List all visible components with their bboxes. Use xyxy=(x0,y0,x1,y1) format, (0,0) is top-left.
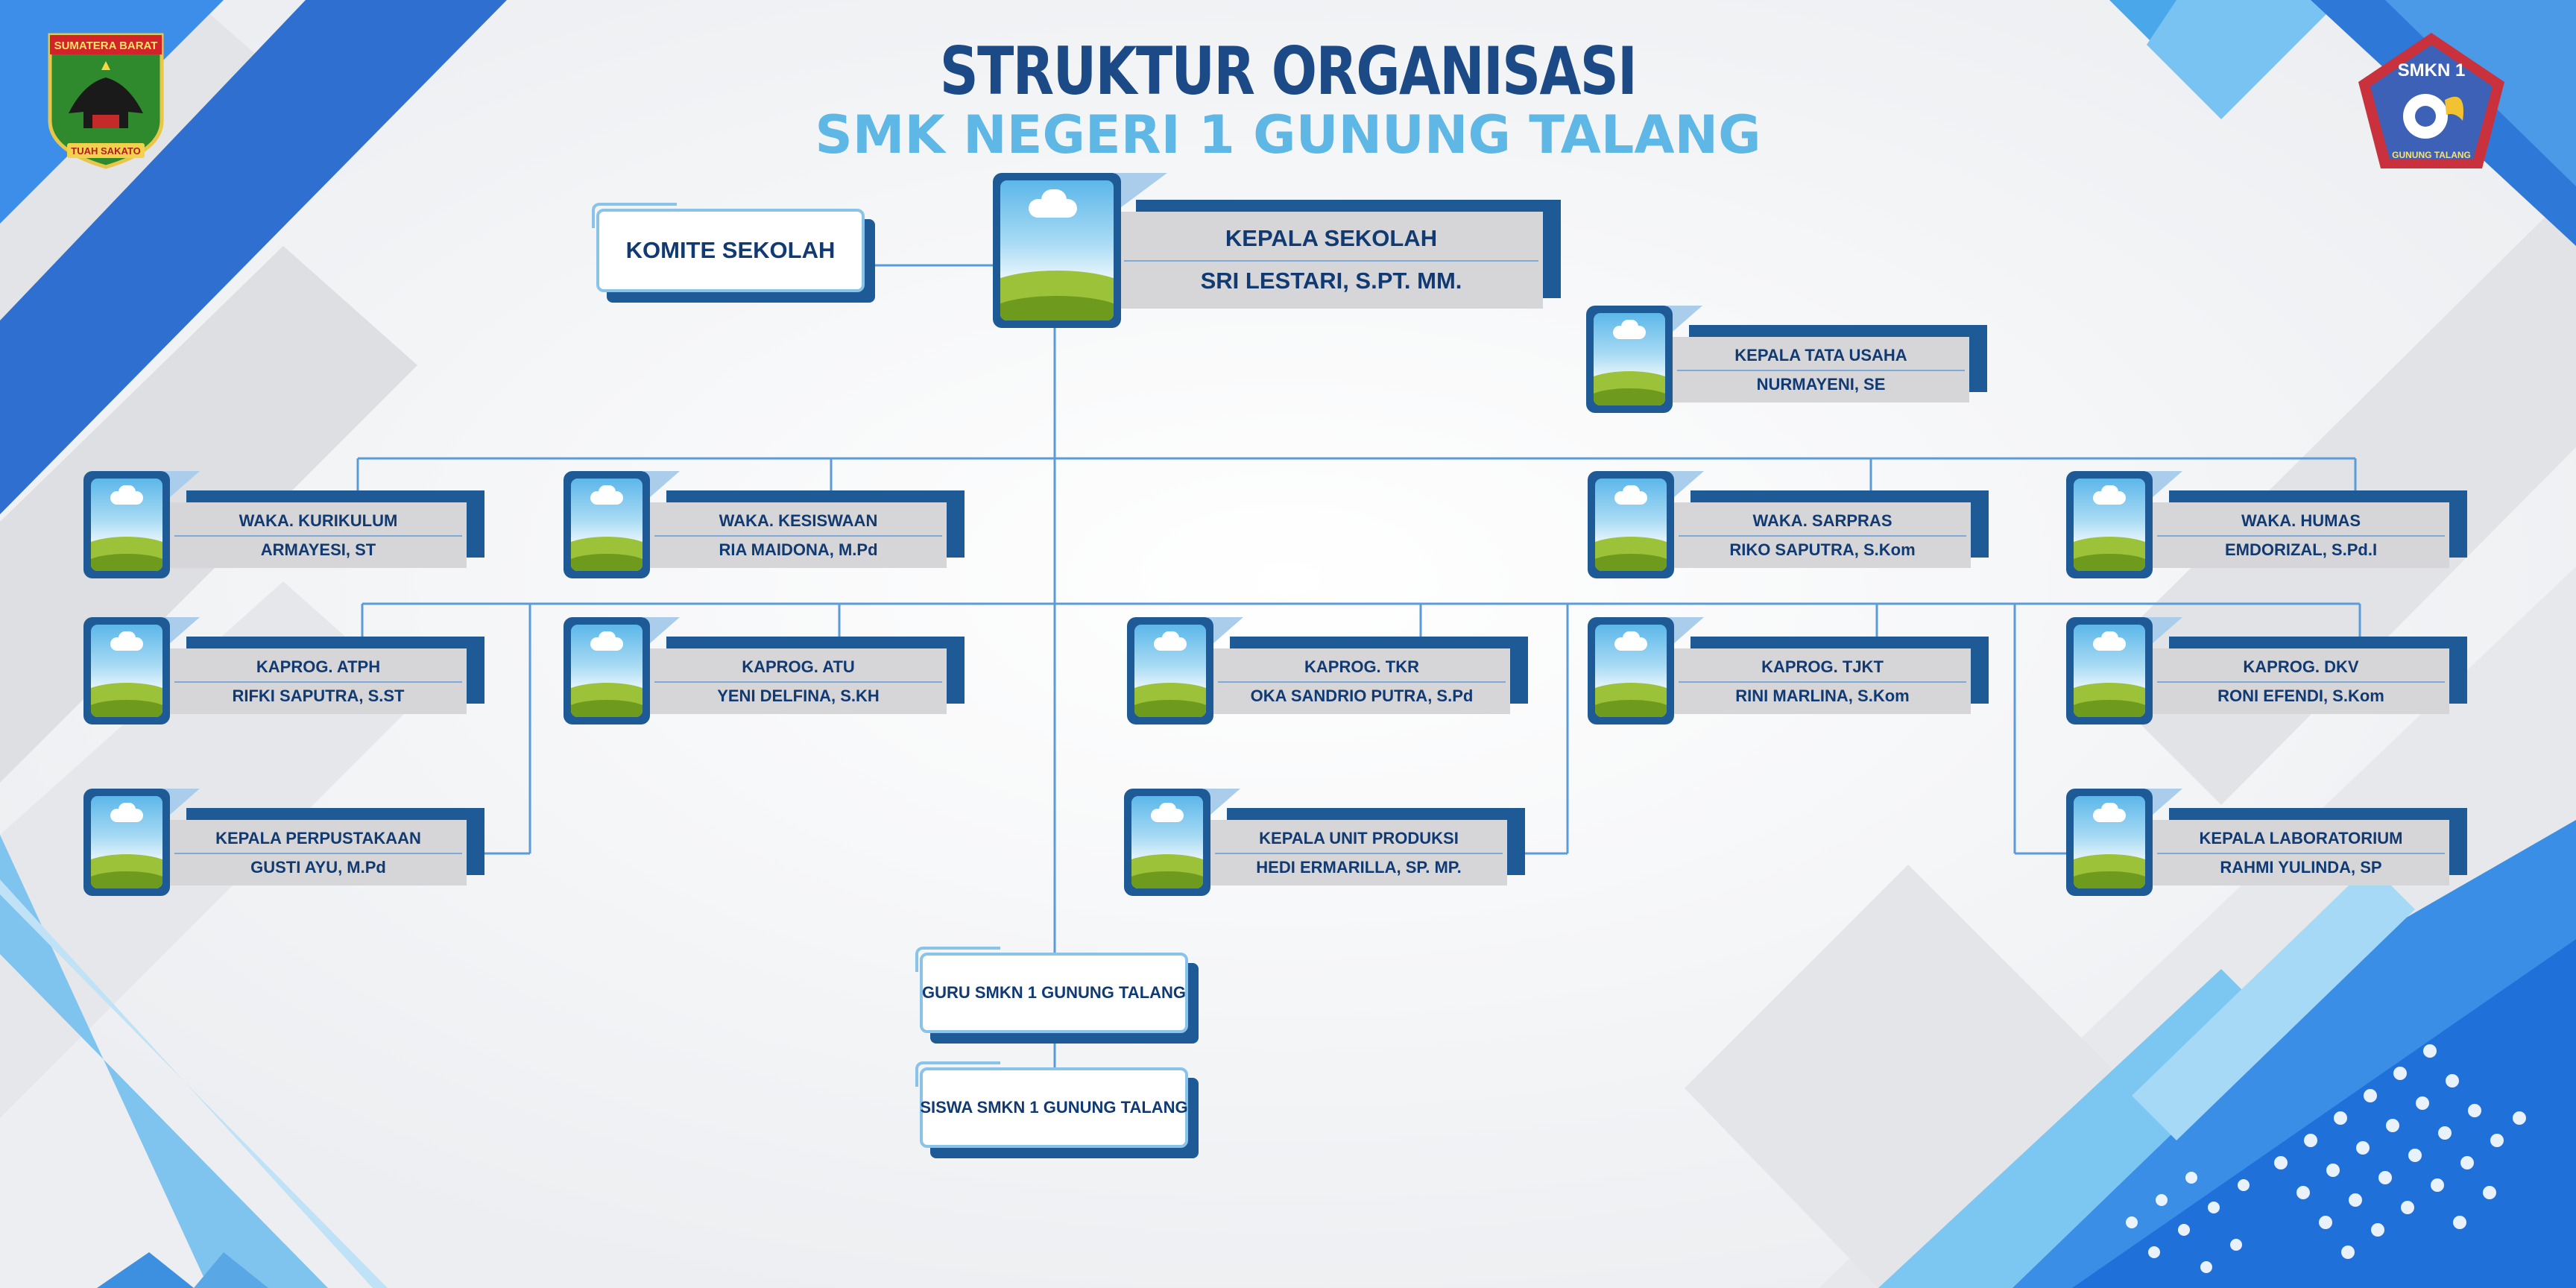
card-name: ARMAYESI, ST xyxy=(260,540,376,560)
card-name: RIKO SAPUTRA, S.Kom xyxy=(1729,540,1916,560)
card-role: KEPALA LABORATORIUM xyxy=(2199,829,2403,848)
portrait-placeholder-icon xyxy=(564,617,650,724)
card-role: WAKA. HUMAS xyxy=(2241,511,2361,531)
card-name: HEDI ERMARILLA, SP. MP. xyxy=(1256,858,1462,877)
card-role: KAPROG. ATU xyxy=(742,657,855,677)
school-logo-top-text: SMKN 1 xyxy=(2398,60,2466,80)
emblem-top-text: SUMATERA BARAT xyxy=(54,40,158,52)
box-label: GURU SMKN 1 GUNUNG TALANG xyxy=(920,953,1188,1033)
card-name: NURMAYENI, SE xyxy=(1756,375,1886,394)
west-sumatra-emblem-logo: SUMATERA BARAT TUAH SAKATO xyxy=(48,33,164,169)
card-name: RINI MARLINA, S.Kom xyxy=(1735,686,1910,706)
card-name: EMDORIZAL, S.Pd.I xyxy=(2224,540,2378,560)
card-name: RONI EFENDI, S.Kom xyxy=(2217,686,2384,706)
portrait-placeholder-icon xyxy=(83,789,170,896)
emblem-bottom-text: TUAH SAKATO xyxy=(71,145,140,157)
portrait-placeholder-icon xyxy=(83,617,170,724)
page-subtitle: SMK NEGERI 1 GUNUNG TALANG xyxy=(815,104,1761,165)
box-label: SISWA SMKN 1 GUNUNG TALANG xyxy=(920,1067,1188,1148)
card-name: RIFKI SAPUTRA, S.ST xyxy=(232,686,405,706)
card-role: WAKA. KESISWAAN xyxy=(719,511,878,531)
portrait-placeholder-icon xyxy=(1588,617,1674,724)
card-role: KEPALA PERPUSTAKAAN xyxy=(215,829,421,848)
card-role: KAPROG. TKR xyxy=(1304,657,1419,677)
portrait-placeholder-icon xyxy=(1588,471,1674,578)
card-name: YENI DELFINA, S.KH xyxy=(717,686,880,706)
card-role: KEPALA SEKOLAH xyxy=(1225,225,1438,252)
card-role: KAPROG. TJKT xyxy=(1761,657,1884,677)
smkn1-school-logo: SMKN 1 GUNUNG TALANG xyxy=(2358,33,2504,168)
box-label: KOMITE SEKOLAH xyxy=(596,209,865,292)
portrait-placeholder-icon xyxy=(1586,306,1673,413)
card-role: KEPALA TATA USAHA xyxy=(1734,346,1907,365)
school-logo-bottom-text: GUNUNG TALANG xyxy=(2392,150,2471,160)
portrait-placeholder-icon xyxy=(83,471,170,578)
card-name: GUSTI AYU, M.Pd xyxy=(250,858,386,877)
portrait-placeholder-icon xyxy=(2066,789,2153,896)
card-role: KEPALA UNIT PRODUKSI xyxy=(1259,829,1459,848)
card-name: RIA MAIDONA, M.Pd xyxy=(719,540,878,560)
portrait-placeholder-icon xyxy=(564,471,650,578)
card-name: RAHMI YULINDA, SP xyxy=(2220,858,2382,877)
card-role: WAKA. SARPRAS xyxy=(1752,511,1892,531)
portrait-placeholder-icon xyxy=(993,173,1121,328)
card-role: KAPROG. ATPH xyxy=(256,657,381,677)
card-name: OKA SANDRIO PUTRA, S.Pd xyxy=(1250,686,1474,706)
portrait-placeholder-icon xyxy=(2066,471,2153,578)
portrait-placeholder-icon xyxy=(2066,617,2153,724)
portrait-placeholder-icon xyxy=(1127,617,1213,724)
card-role: WAKA. KURIKULUM xyxy=(239,511,398,531)
page-title: STRUKTUR ORGANISASI xyxy=(939,33,1638,110)
portrait-placeholder-icon xyxy=(1124,789,1210,896)
card-name: SRI LESTARI, S.PT. MM. xyxy=(1200,268,1462,294)
card-role: KAPROG. DKV xyxy=(2243,657,2359,677)
